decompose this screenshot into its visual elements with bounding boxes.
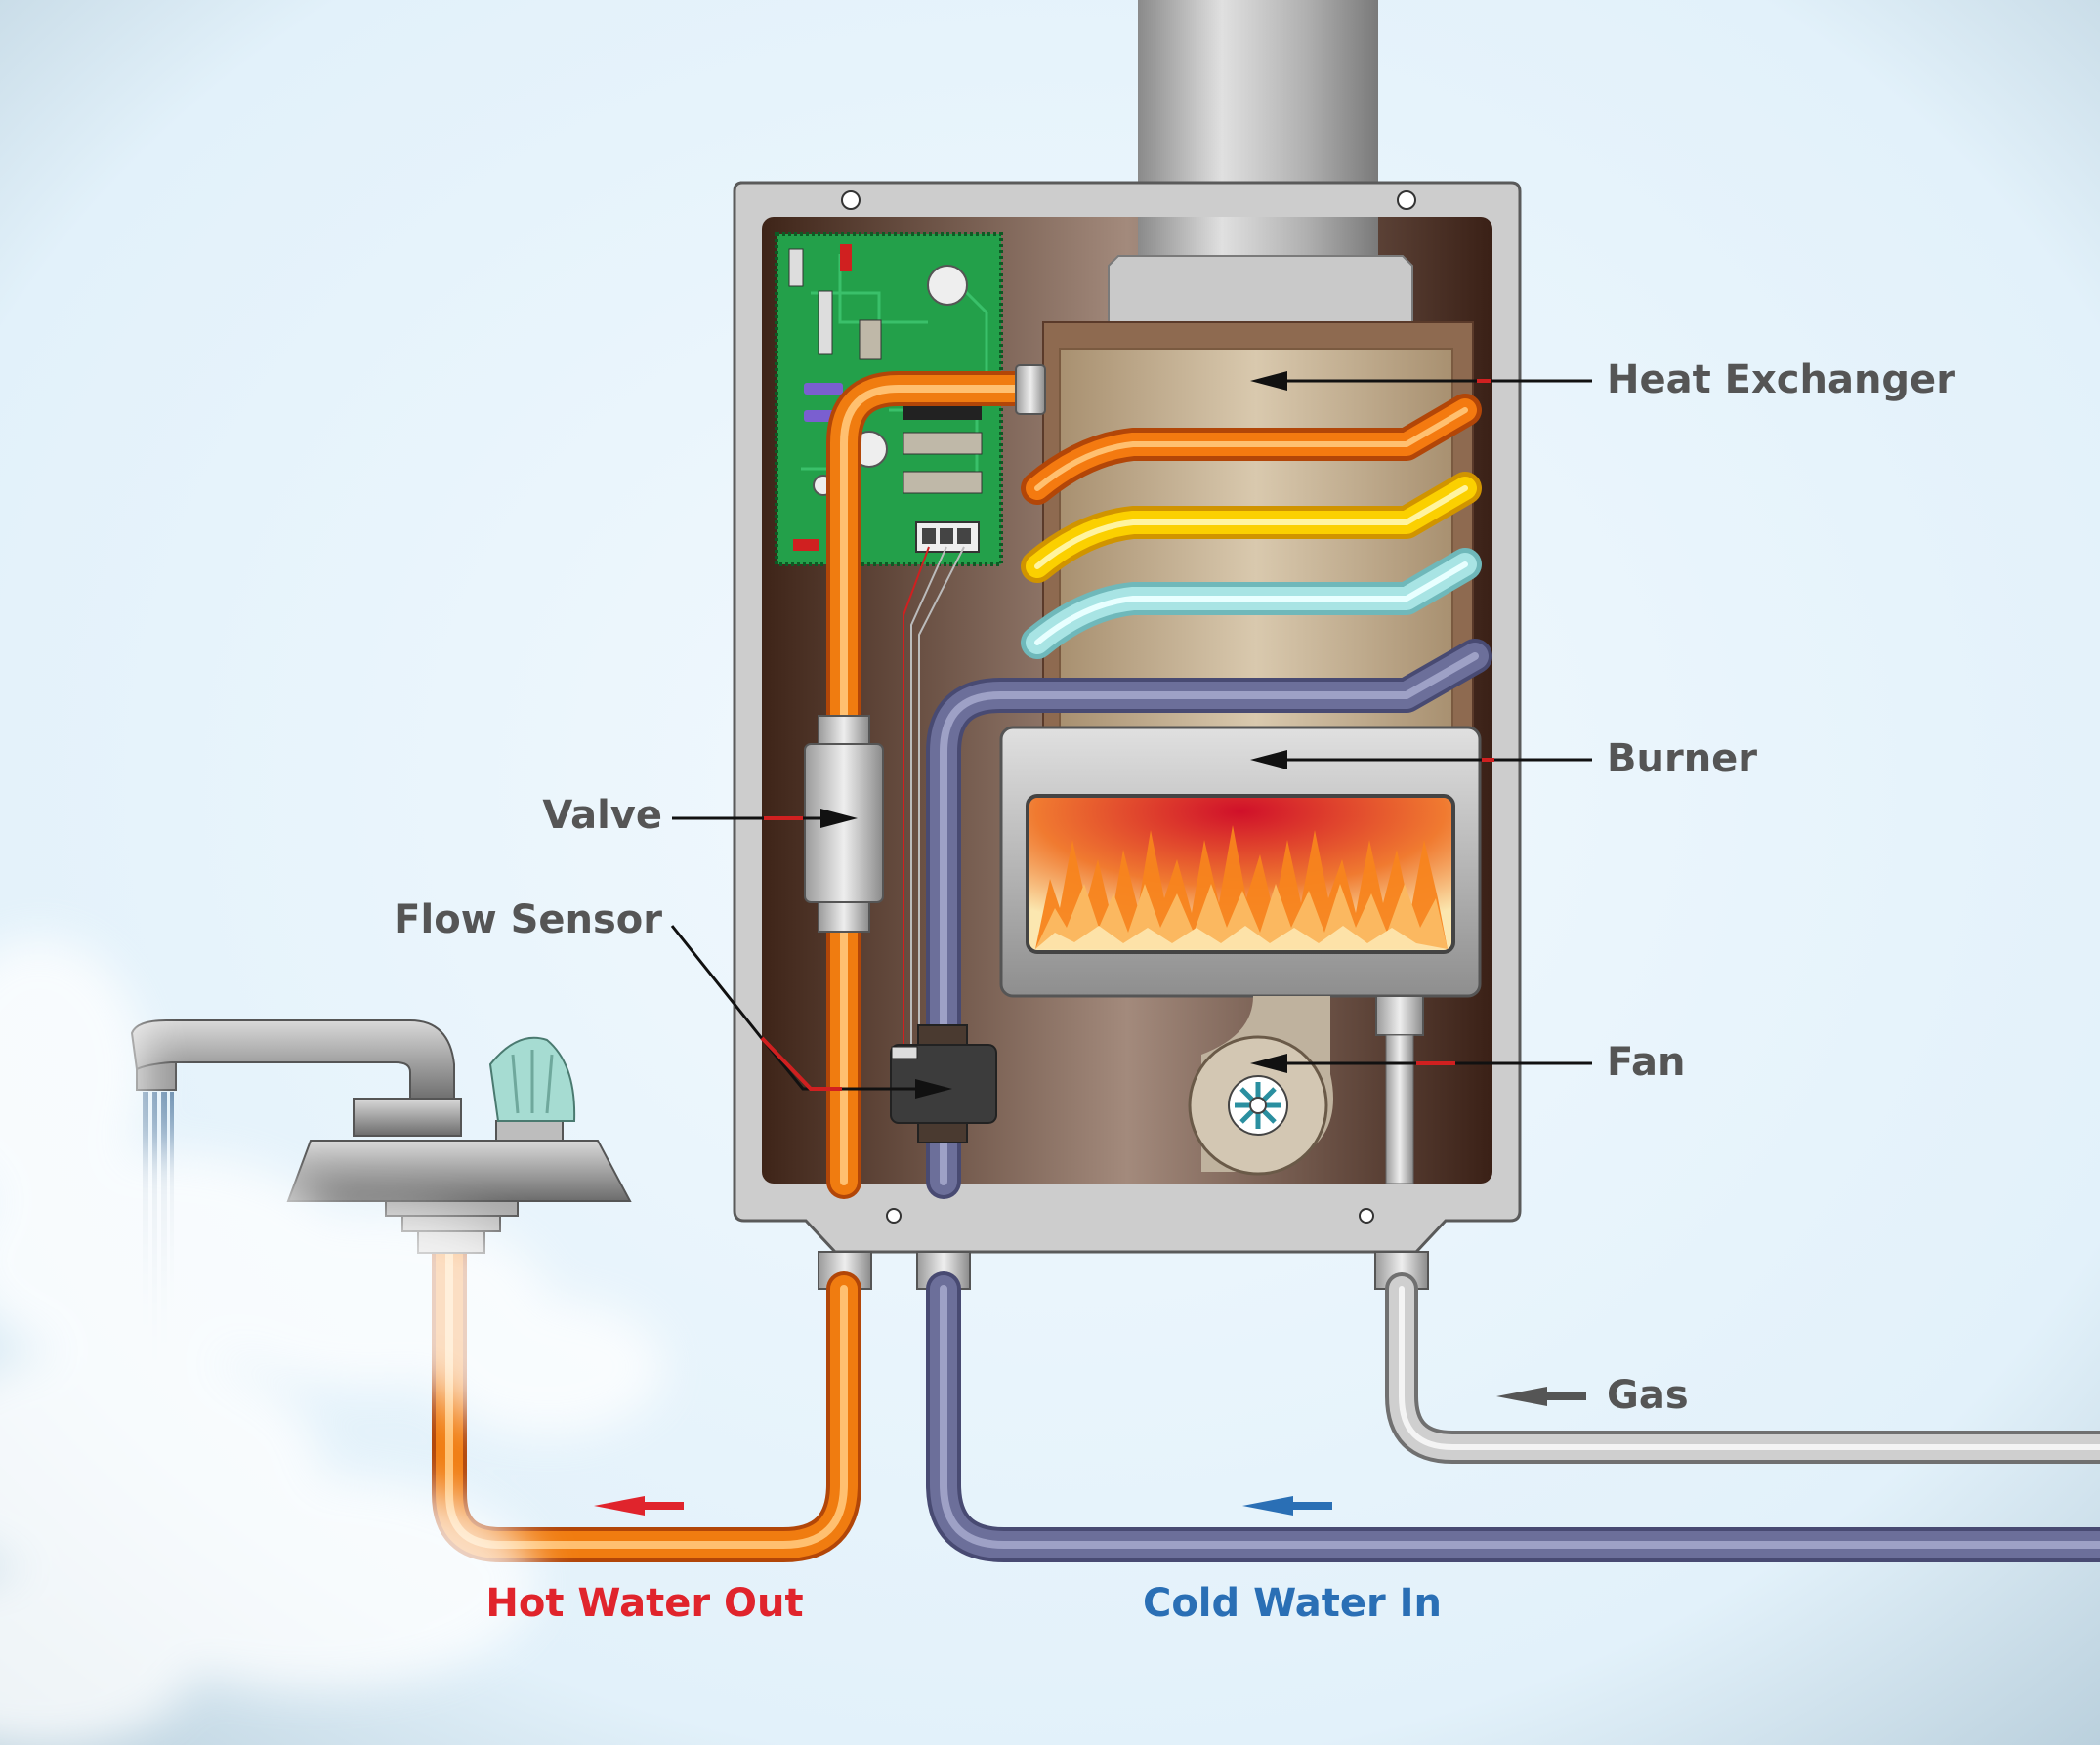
gas-internal-pipe [1375,995,1424,1184]
flow-sensor-arrow-icon [915,1079,952,1099]
label-flow-sensor: Flow Sensor [394,897,662,942]
cold-water-external-pipe [926,1271,2100,1562]
exhaust-flue [1138,0,1378,195]
hot-flow-arrow-icon [594,1496,684,1516]
bottom-fittings [818,1251,1429,1290]
flow-sensor [890,1024,997,1143]
gas-external-pipe [1385,1272,2100,1464]
steam-clouds [0,937,664,1745]
heat-exchanger-coils [1021,394,1482,659]
callout-arrowheads [820,371,1287,1099]
heat-exchanger-arrow-icon [1250,371,1287,391]
cold-flow-arrow-icon [1242,1496,1332,1516]
burner [999,726,1482,998]
fan [1188,996,1333,1176]
burner-arrow-icon [1250,750,1287,769]
label-fan: Fan [1607,1040,1685,1085]
hot-water-internal-pipe [826,371,1041,1199]
gas-flow-arrow-icon [1496,1387,1586,1406]
valve-arrow-icon [820,809,858,828]
label-gas: Gas [1607,1373,1689,1418]
cold-water-internal-pipe [926,639,1492,1199]
valve [804,715,884,933]
callout-lines [670,379,1592,1091]
label-cold-water-in: Cold Water In [1143,1581,1442,1626]
fan-arrow-icon [1250,1054,1287,1073]
hx-outlet-fitting [1015,364,1046,415]
flames [1035,825,1448,949]
label-burner: Burner [1607,736,1757,781]
labels: Heat Exchanger Burner Valve Flow Sensor … [394,357,1955,1626]
label-valve: Valve [542,793,662,838]
label-hot-water-out: Hot Water Out [485,1581,803,1626]
sensor-wires [903,546,965,1050]
flow-arrows [594,1387,1586,1516]
label-heat-exchanger: Heat Exchanger [1607,357,1955,402]
